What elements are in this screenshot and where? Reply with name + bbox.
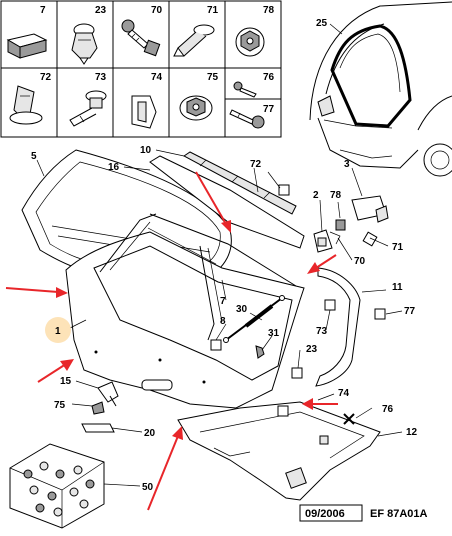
table-label-71: 71 xyxy=(207,5,219,16)
callout-25: 25 xyxy=(316,18,328,29)
tailgate-highlight xyxy=(330,24,412,128)
callout-1-highlight xyxy=(45,317,71,343)
callout-72: 72 xyxy=(250,159,262,170)
table-label-23: 23 xyxy=(95,5,107,16)
callout-50: 50 xyxy=(142,482,154,493)
callout-8: 8 xyxy=(220,316,226,327)
callout-15: 15 xyxy=(60,376,72,387)
callout-10: 10 xyxy=(140,145,152,156)
table-label-74: 74 xyxy=(151,72,163,83)
leader-lines xyxy=(36,149,403,487)
reference-markers xyxy=(210,184,386,417)
table-label-73: 73 xyxy=(95,72,107,83)
callout-1: 1 xyxy=(55,326,61,337)
callout-74: 74 xyxy=(338,388,350,399)
callout-31: 31 xyxy=(268,328,280,339)
parts-table: 7 23 70 71 78 72 73 74 75 76 77 xyxy=(0,0,282,138)
tailgate-window-opening xyxy=(93,245,293,381)
screw-70 xyxy=(329,231,341,245)
callout-75: 75 xyxy=(54,400,66,411)
callout-71: 71 xyxy=(392,242,404,253)
screw-icon xyxy=(121,19,161,57)
red-arrow-right xyxy=(307,254,337,274)
small-screw-icon xyxy=(233,81,257,98)
screw-76 xyxy=(343,413,355,425)
table-label-78: 78 xyxy=(263,5,275,16)
table-label-77: 77 xyxy=(263,104,275,115)
callout-11: 11 xyxy=(392,282,403,293)
car-rear-view: 25 xyxy=(309,1,452,177)
red-arrow-left-lower xyxy=(37,359,74,383)
callout-77: 77 xyxy=(404,306,416,317)
red-arrow-bottom xyxy=(147,426,183,511)
callout-20: 20 xyxy=(144,428,156,439)
seal-strip xyxy=(183,151,297,215)
nut-78 xyxy=(335,219,346,231)
callout-76: 76 xyxy=(382,404,394,415)
lock-assembly xyxy=(97,381,119,403)
callout-16: 16 xyxy=(108,162,120,173)
callout-30: 30 xyxy=(236,304,248,315)
lower-trim-panel xyxy=(177,401,381,501)
callout-70: 70 xyxy=(354,256,366,267)
table-label-76: 76 xyxy=(263,72,275,83)
callout-23: 23 xyxy=(306,344,318,355)
side-trim xyxy=(315,267,361,387)
footer-label: 09/2006 EF 87A01A xyxy=(299,504,428,522)
stud-clip-icon xyxy=(69,90,107,127)
footer-date: 09/2006 xyxy=(305,508,345,520)
table-label-72: 72 xyxy=(40,72,52,83)
red-arrow-lower-right xyxy=(302,398,338,410)
hex-nut-icon xyxy=(235,27,265,57)
expanding-rivet-icon xyxy=(173,24,215,57)
callout-7: 7 xyxy=(220,296,226,307)
washer-nut-icon xyxy=(179,95,213,121)
handle xyxy=(81,423,115,433)
foam-pad-icon xyxy=(6,33,48,59)
hardware-kit xyxy=(9,443,105,529)
callout-2: 2 xyxy=(313,190,319,201)
callout-73: 73 xyxy=(316,326,328,337)
table-label-7: 7 xyxy=(40,5,46,16)
spring-clip-icon xyxy=(131,95,157,129)
handle-recess xyxy=(141,379,173,391)
trim-clip-icon xyxy=(9,85,43,125)
clip-31 xyxy=(255,345,265,359)
gas-strut xyxy=(223,295,285,343)
callout-12: 12 xyxy=(406,427,418,438)
push-clip-icon xyxy=(71,23,98,65)
table-label-75: 75 xyxy=(207,72,219,83)
callout-5: 5 xyxy=(31,151,37,162)
callout-3: 3 xyxy=(344,159,350,170)
footer-code: EF 87A01A xyxy=(370,508,428,520)
main-assembly: 5 16 10 72 3 2 78 71 70 11 77 73 7 8 30 … xyxy=(9,145,418,529)
washer-nut-75 xyxy=(91,401,105,415)
red-arrow-top xyxy=(195,171,231,233)
callout-78: 78 xyxy=(330,190,342,201)
torx-screw-icon xyxy=(229,109,265,129)
table-label-70: 70 xyxy=(151,5,163,16)
red-arrow-left-upper xyxy=(5,287,68,298)
red-arrows xyxy=(5,171,338,511)
